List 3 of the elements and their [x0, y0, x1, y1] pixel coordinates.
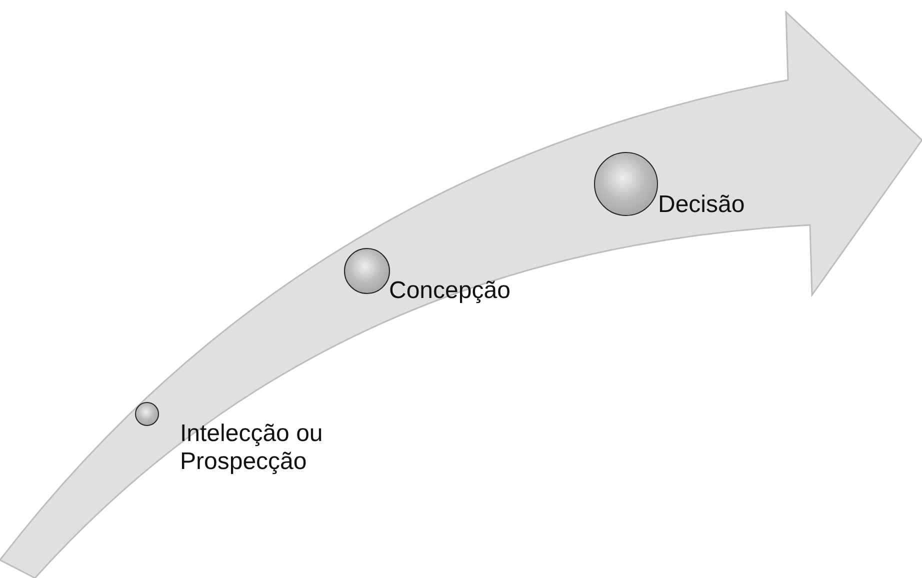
stage-label: Intelecção ou Prospecção: [180, 420, 324, 476]
stage-label: Concepção: [389, 277, 512, 305]
stage-label: Decisão: [658, 191, 746, 219]
